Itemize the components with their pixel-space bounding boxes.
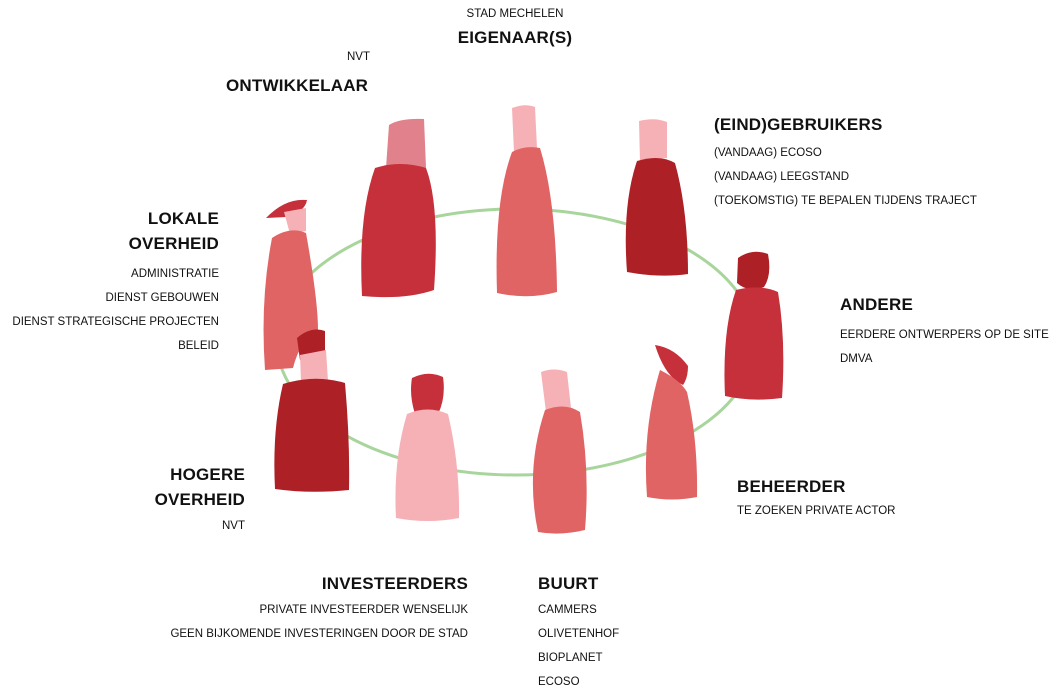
buurt-title: BUURT <box>538 574 599 593</box>
beheerder-title: BEHEERDER <box>737 477 846 496</box>
beheerder-group: BEHEERDER TE ZOEKEN PRIVATE ACTOR <box>737 474 895 523</box>
eindgebruikers-group: (EIND)GEBRUIKERS (VANDAAG) ECOSO (VANDAA… <box>714 112 977 213</box>
hogere-overheid-item: NVT <box>222 520 245 532</box>
andere-group: ANDERE EERDERE ONTWERPERS OP DE SITE DMV… <box>840 292 1049 371</box>
lokale-overheid-title-line: OVERHEID <box>128 234 219 253</box>
eindgebruikers-figure <box>625 119 688 276</box>
hogere-overheid-group: HOGERE OVERHEID NVT <box>100 462 245 538</box>
hogere-overheid-title-line: HOGERE <box>170 465 245 484</box>
beheerder-item: TE ZOEKEN PRIVATE ACTOR <box>737 505 896 517</box>
andere-item: DMVA <box>840 353 873 365</box>
buurt-item: ECOSO <box>538 676 580 688</box>
investeerders-figure <box>395 373 460 521</box>
ontwikkelaar-title: ONTWIKKELAAR <box>226 76 369 95</box>
lokale-overheid-group: LOKALE OVERHEID ADMINISTRATIE DIENST GEB… <box>0 206 219 358</box>
lokale-overheid-item: DIENST GEBOUWEN <box>105 292 219 304</box>
investeerders-title: INVESTEERDERS <box>321 574 468 593</box>
buurt-group: BUURT CAMMERS OLIVETENHOF BIOPLANET ECOS… <box>538 571 619 694</box>
andere-title: ANDERE <box>840 295 913 314</box>
lokale-overheid-item: DIENST STRATEGISCHE PROJECTEN <box>12 316 219 328</box>
ontwikkelaar-item: NVT <box>347 51 370 63</box>
beheerder-figure <box>645 345 698 500</box>
andere-figure <box>724 251 784 400</box>
eindgebruikers-item: (VANDAAG) LEEGSTAND <box>714 171 850 183</box>
buurt-item: OLIVETENHOF <box>538 628 620 640</box>
investeerders-item: PRIVATE INVESTEERDER WENSELIJK <box>259 604 468 616</box>
investeerders-group: INVESTEERDERS PRIVATE INVESTEERDER WENSE… <box>100 571 468 646</box>
buurt-item: CAMMERS <box>538 604 597 616</box>
eigenaars-item: STAD MECHELEN <box>466 8 564 20</box>
eindgebruikers-item: (TOEKOMSTIG) TE BEPALEN TIJDENS TRAJECT <box>714 195 977 207</box>
eigenaars-group: STAD MECHELEN EIGENAAR(S) <box>440 3 590 51</box>
buurt-item: BIOPLANET <box>538 652 603 664</box>
lokale-overheid-title-line: LOKALE <box>147 209 219 228</box>
ontwikkelaar-figure <box>361 118 436 298</box>
lokale-overheid-item: BELEID <box>178 340 219 352</box>
eindgebruikers-title: (EIND)GEBRUIKERS <box>714 115 883 134</box>
eigenaars-title: EIGENAAR(S) <box>457 28 573 47</box>
andere-item: EERDERE ONTWERPERS OP DE SITE <box>840 329 1049 341</box>
hogere-overheid-figure <box>274 329 350 492</box>
lokale-overheid-item: ADMINISTRATIE <box>131 268 219 280</box>
buurt-figure <box>532 369 587 534</box>
eigenaar-figure <box>496 105 557 297</box>
hogere-overheid-title-line: OVERHEID <box>154 490 245 509</box>
investeerders-item: GEEN BIJKOMENDE INVESTERINGEN DOOR DE ST… <box>170 628 468 640</box>
eindgebruikers-item: (VANDAAG) ECOSO <box>714 147 822 159</box>
